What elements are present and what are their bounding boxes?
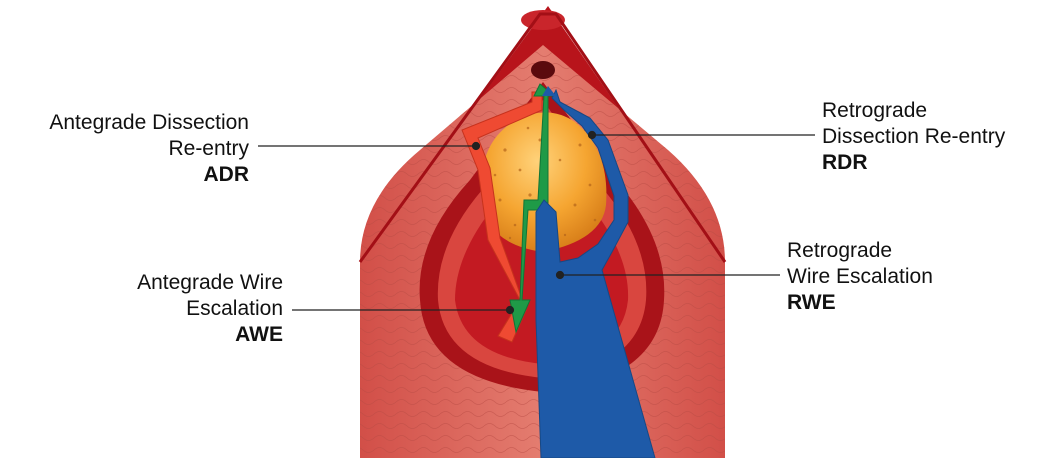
rwe-line2: Wire Escalation: [787, 264, 933, 290]
adr-label: Antegrade Dissection Re-entry ADR: [49, 110, 249, 188]
awe-label: Antegrade Wire Escalation AWE: [137, 270, 283, 348]
rwe-abbr: RWE: [787, 290, 933, 316]
awe-abbr: AWE: [137, 322, 283, 348]
adr-line2: Re-entry: [49, 136, 249, 162]
adr-abbr: ADR: [49, 162, 249, 188]
awe-line1: Antegrade Wire: [137, 270, 283, 296]
rdr-abbr: RDR: [822, 150, 1005, 176]
rwe-label: Retrograde Wire Escalation RWE: [787, 238, 933, 316]
adr-line1: Antegrade Dissection: [49, 110, 249, 136]
rdr-line1: Retrograde: [822, 98, 1005, 124]
rdr-label: Retrograde Dissection Re-entry RDR: [822, 98, 1005, 176]
rwe-line1: Retrograde: [787, 238, 933, 264]
awe-line2: Escalation: [137, 296, 283, 322]
rdr-line2: Dissection Re-entry: [822, 124, 1005, 150]
